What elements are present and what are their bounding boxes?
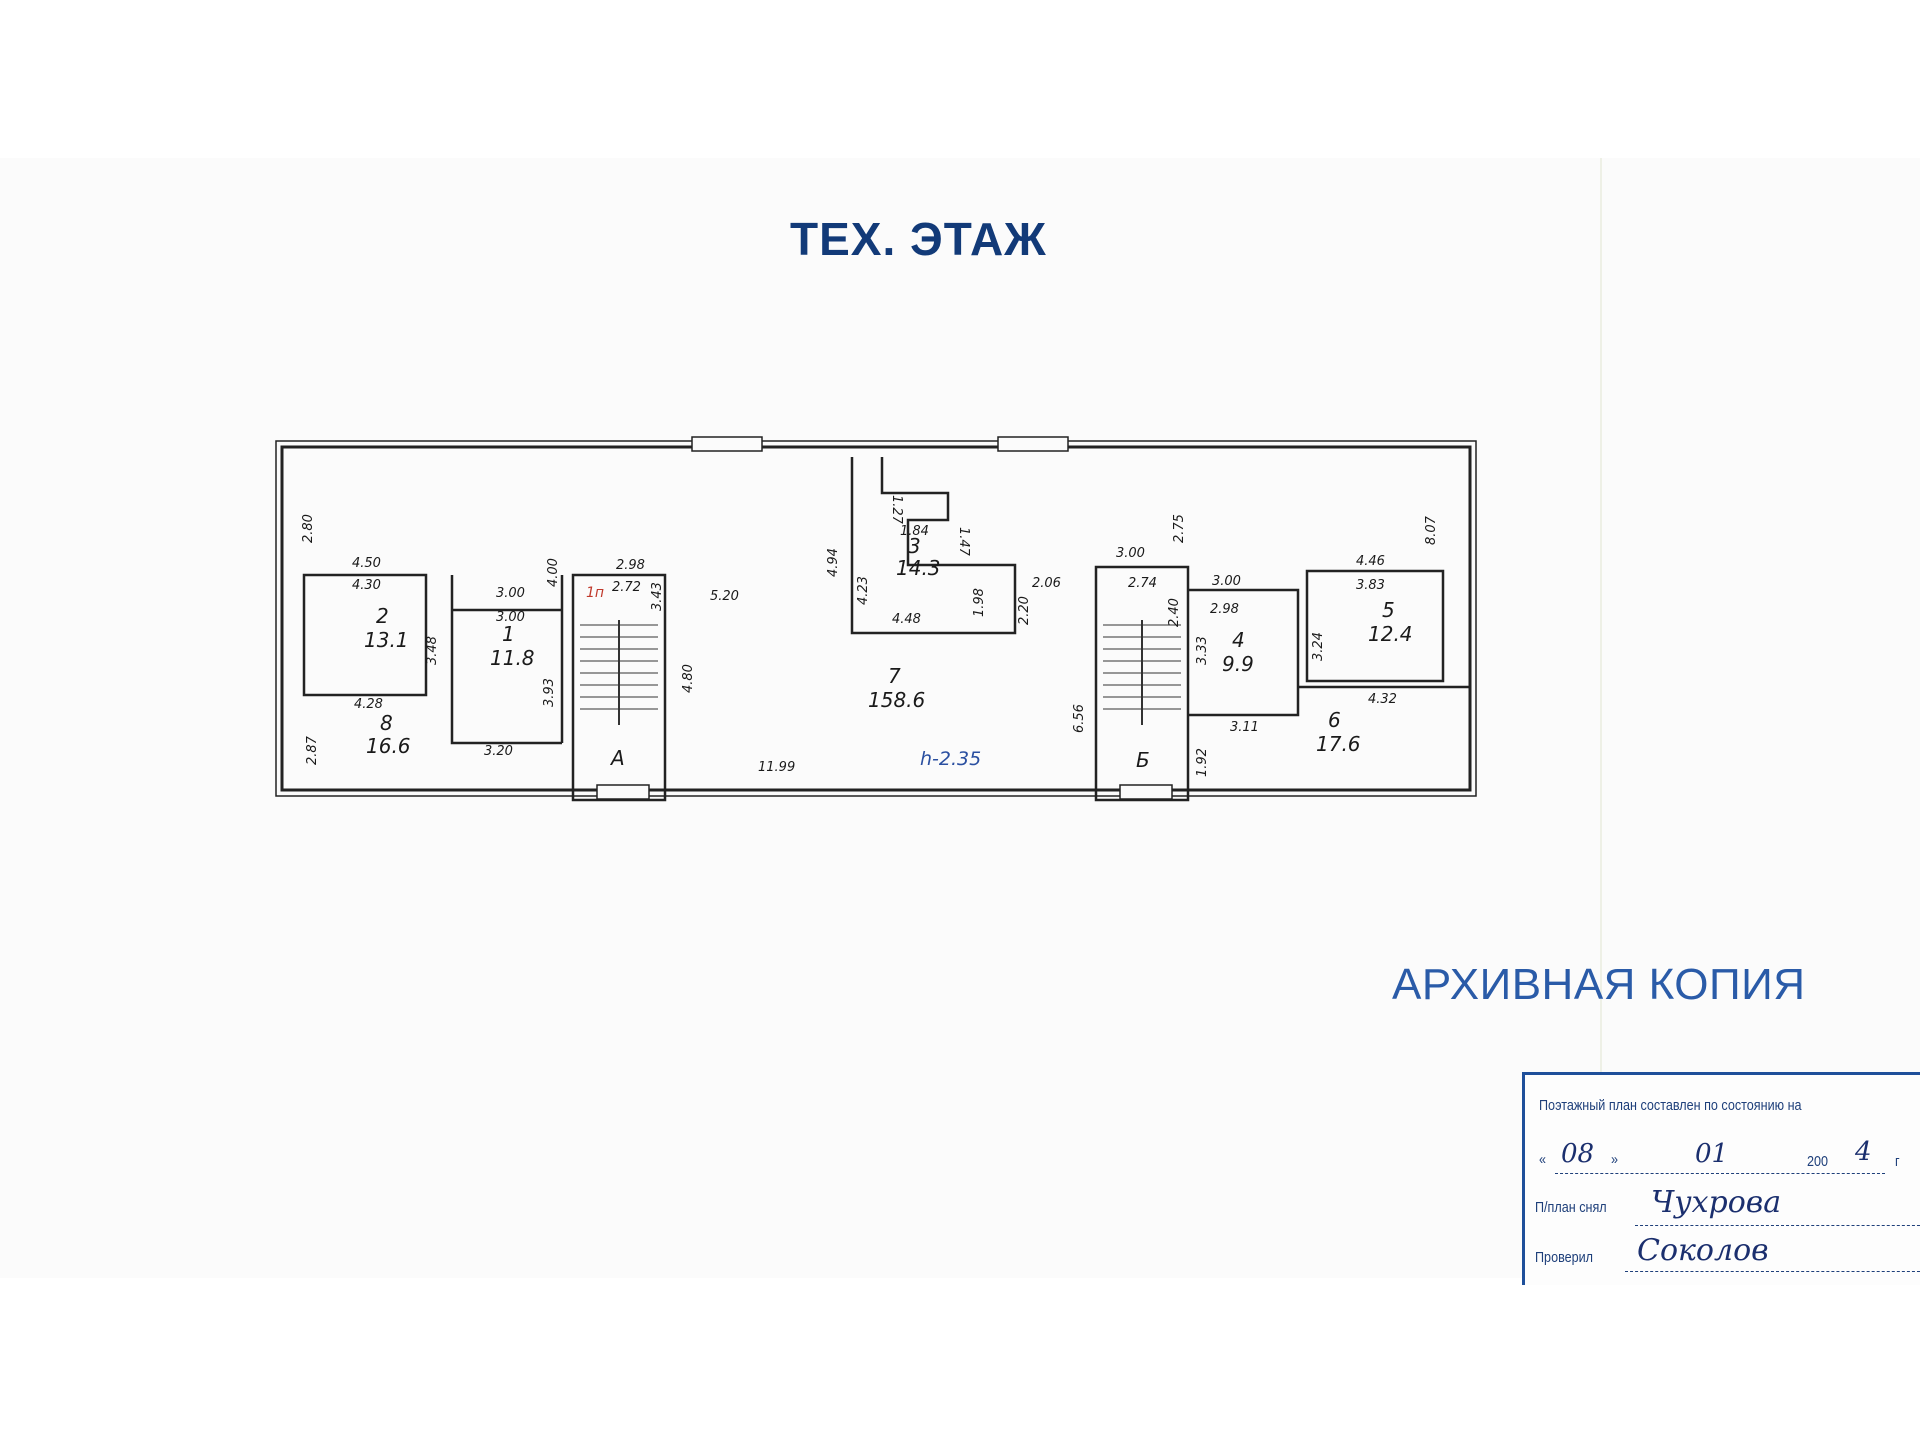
stamp-surveyed-label: П/план снял bbox=[1535, 1199, 1607, 1216]
room-area: 9.9 bbox=[1222, 652, 1254, 676]
room-label: 4 bbox=[1232, 628, 1245, 652]
stamp-header: Поэтажный план составлен по состоянию на bbox=[1539, 1097, 1802, 1114]
dimension: 1.47 bbox=[956, 527, 971, 557]
stamp-quote-mark: » bbox=[1611, 1151, 1619, 1168]
dimension: 4.46 bbox=[1356, 554, 1385, 569]
outer-wall-outline bbox=[275, 440, 1477, 797]
room-area: 12.4 bbox=[1368, 622, 1413, 646]
dimension: 2.74 bbox=[1128, 576, 1157, 591]
dimension: 3.43 bbox=[650, 582, 665, 611]
room-4-wall bbox=[1188, 588, 1300, 717]
stamp-year-suffix: 4 bbox=[1855, 1137, 1872, 1167]
dimension: 4.80 bbox=[681, 664, 696, 693]
room-area: 13.1 bbox=[364, 628, 409, 652]
survey-stamp: Поэтажный план составлен по состоянию на… bbox=[1522, 1072, 1920, 1285]
room-area: 17.6 bbox=[1316, 732, 1361, 756]
dimension: 4.48 bbox=[892, 612, 921, 627]
stamp-checked-rule bbox=[1625, 1271, 1920, 1272]
dimension: 3.11 bbox=[1230, 720, 1259, 735]
dimension: 8.07 bbox=[1424, 515, 1439, 545]
dimension: 1.27 bbox=[889, 495, 904, 525]
stair-a-wall bbox=[571, 573, 667, 802]
room-label: 1 bbox=[502, 622, 515, 646]
dimension: 3.93 bbox=[542, 678, 557, 707]
stamp-checked-label: Проверил bbox=[1535, 1249, 1594, 1266]
dimension: 4.00 bbox=[546, 558, 561, 587]
room-1-wall bbox=[450, 575, 562, 745]
dimension: 3.48 bbox=[425, 636, 440, 665]
marker-note: 1п bbox=[586, 585, 604, 601]
stamp-date-month: 01 bbox=[1695, 1139, 1729, 1169]
window bbox=[997, 436, 1069, 452]
room-area: 14.3 bbox=[896, 556, 941, 580]
archive-watermark: АРХИВНАЯ КОПИЯ bbox=[1392, 960, 1806, 1009]
page-title: ТЕХ. ЭТАЖ bbox=[790, 213, 1047, 265]
dimension: 4.30 bbox=[352, 578, 381, 593]
room-area: 11.8 bbox=[490, 646, 535, 670]
stair-label: Б bbox=[1136, 748, 1150, 772]
room-area: 158.6 bbox=[868, 688, 925, 712]
dimension: 4.94 bbox=[826, 548, 841, 577]
dimension: 2.20 bbox=[1017, 596, 1032, 625]
dimension: 3.00 bbox=[1212, 574, 1241, 589]
dimension: 5.20 bbox=[710, 589, 739, 604]
room-label: 8 bbox=[380, 711, 393, 735]
dimension: 3.20 bbox=[484, 744, 513, 759]
dimension: 2.72 bbox=[612, 580, 641, 595]
stamp-quote-mark: « bbox=[1539, 1151, 1547, 1168]
height-note: h-2.35 bbox=[920, 748, 981, 770]
stamp-date-day: 08 bbox=[1561, 1139, 1595, 1169]
dimension: 2.40 bbox=[1167, 598, 1182, 627]
stamp-surveyed-rule bbox=[1635, 1225, 1920, 1226]
dimension: 3.00 bbox=[496, 610, 525, 625]
dimension: 4.32 bbox=[1368, 692, 1397, 707]
stair-b-wall bbox=[1094, 565, 1190, 802]
dimension: 1.84 bbox=[900, 524, 929, 539]
stamp-date-rule bbox=[1555, 1173, 1885, 1174]
dimension: 2.98 bbox=[616, 558, 645, 573]
stamp-checked-by: Соколов bbox=[1637, 1233, 1769, 1268]
dimension: 2.80 bbox=[301, 514, 316, 543]
room-3-wall bbox=[850, 457, 1017, 635]
stair-label: А bbox=[609, 746, 625, 770]
stamp-year-prefix: 200 bbox=[1807, 1153, 1829, 1170]
room-label: 2 bbox=[376, 604, 389, 628]
dimension: 2.06 bbox=[1032, 576, 1061, 591]
sheet-edge-line bbox=[1600, 158, 1602, 1218]
dimension: 3.24 bbox=[1311, 632, 1326, 661]
dimension: 3.33 bbox=[1195, 636, 1210, 665]
dimension: 6.56 bbox=[1072, 704, 1087, 733]
window bbox=[1119, 784, 1173, 800]
room-label: 5 bbox=[1382, 598, 1395, 622]
dimension: 4.28 bbox=[354, 697, 383, 712]
dimension: 2.87 bbox=[305, 735, 320, 765]
dimension: 4.50 bbox=[352, 556, 381, 571]
room-2-wall bbox=[302, 573, 428, 697]
floor-plan: 2 13.1 1 11.8 3 14.3 7 158.6 4 9.9 5 12.… bbox=[275, 436, 1477, 802]
dimension: 2.98 bbox=[1210, 602, 1239, 617]
dimension: 1.92 bbox=[1195, 748, 1210, 777]
outer-wall bbox=[280, 445, 1472, 792]
dimension: 1.98 bbox=[972, 588, 987, 617]
room-label: 3 bbox=[908, 534, 921, 558]
room-label: 7 bbox=[888, 664, 901, 688]
dimension: 11.99 bbox=[758, 760, 795, 775]
dimension: 4.23 bbox=[856, 576, 871, 605]
window bbox=[691, 436, 763, 452]
room-area: 16.6 bbox=[366, 734, 411, 758]
room-5-wall bbox=[1305, 569, 1445, 683]
dimension: 2.75 bbox=[1172, 514, 1187, 543]
room-label: 6 bbox=[1328, 708, 1341, 732]
stamp-surveyed-by: Чухрова bbox=[1651, 1185, 1782, 1220]
dimension: 3.00 bbox=[496, 586, 525, 601]
dimension: 3.00 bbox=[1116, 546, 1145, 561]
stamp-year-mark: г bbox=[1895, 1153, 1900, 1170]
window bbox=[596, 784, 650, 800]
dimension: 3.83 bbox=[1356, 578, 1385, 593]
